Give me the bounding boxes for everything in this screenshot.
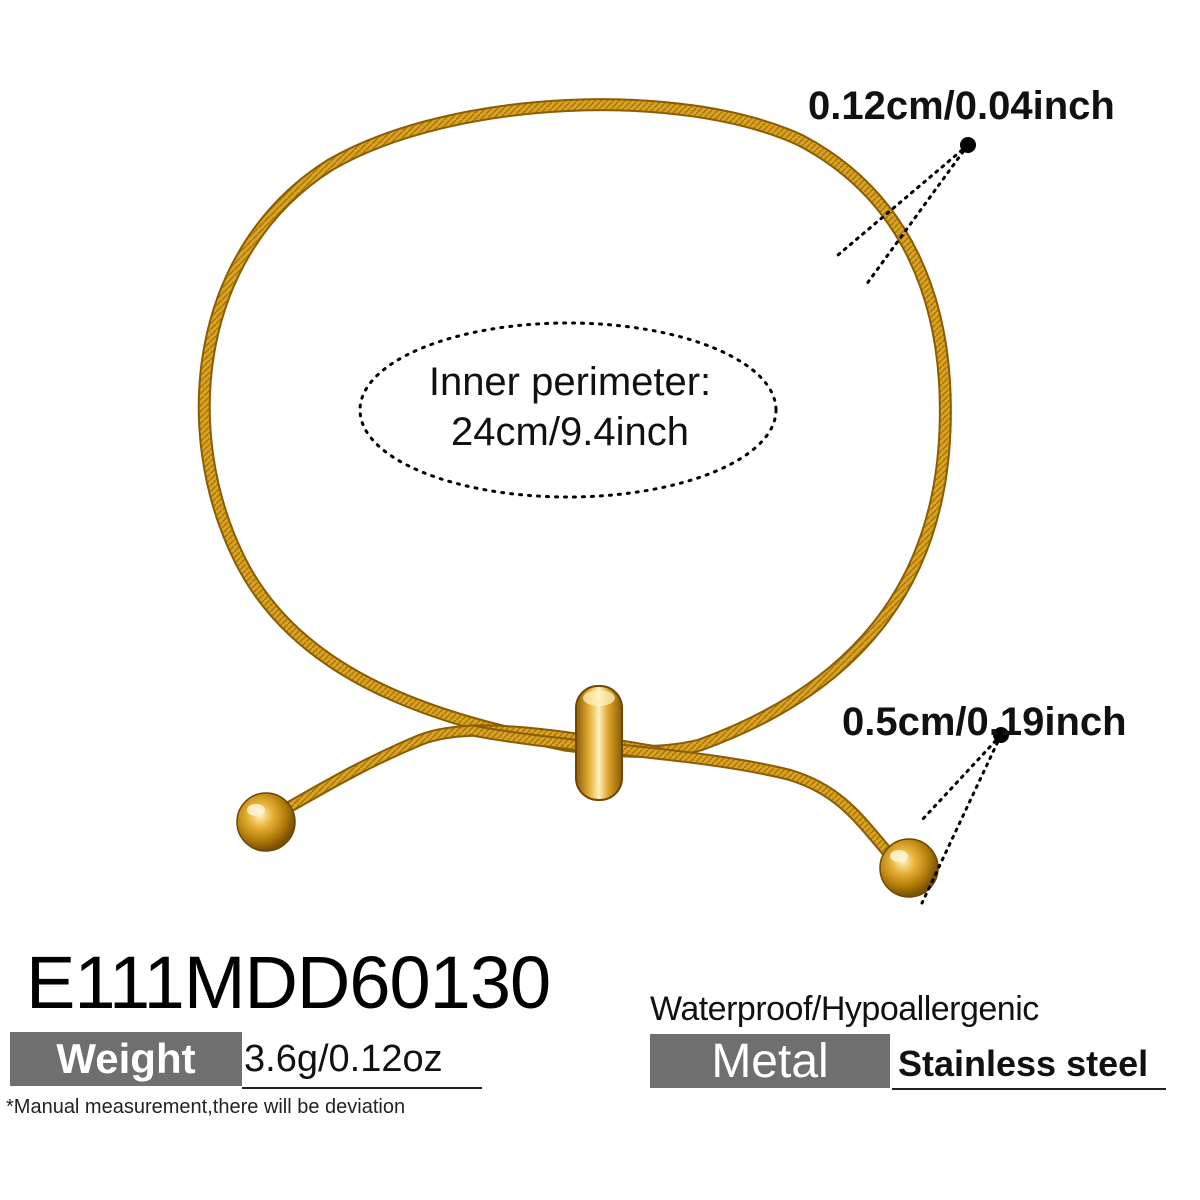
product-sku: E111MDD60130 — [26, 941, 551, 1024]
slider-bead — [575, 685, 623, 801]
weight-underline — [242, 1087, 482, 1089]
perimeter-value: 24cm/9.4inch — [451, 410, 689, 454]
weight-label-box: Weight — [10, 1032, 242, 1086]
ball-size-label: 0.5cm/0.19inch — [842, 700, 1127, 744]
weight-value: 3.6g/0.12oz — [244, 1038, 443, 1080]
end-ball-left — [236, 792, 296, 852]
perimeter-title: Inner perimeter: — [428, 360, 712, 404]
metal-label-box: Metal — [650, 1034, 890, 1088]
chain-loop — [197, 98, 952, 758]
chain-tail-right — [468, 724, 895, 859]
thickness-callout — [836, 137, 976, 287]
perimeter-ellipse — [358, 321, 778, 499]
ball-size-callout — [920, 727, 1009, 905]
features-text: Waterproof/Hypoallergenic — [650, 990, 1039, 1028]
metal-value: Stainless steel — [898, 1043, 1149, 1084]
thickness-label: 0.12cm/0.04inch — [808, 84, 1115, 128]
metal-underline — [892, 1088, 1166, 1090]
measurement-note: *Manual measurement,there will be deviat… — [6, 1096, 406, 1118]
